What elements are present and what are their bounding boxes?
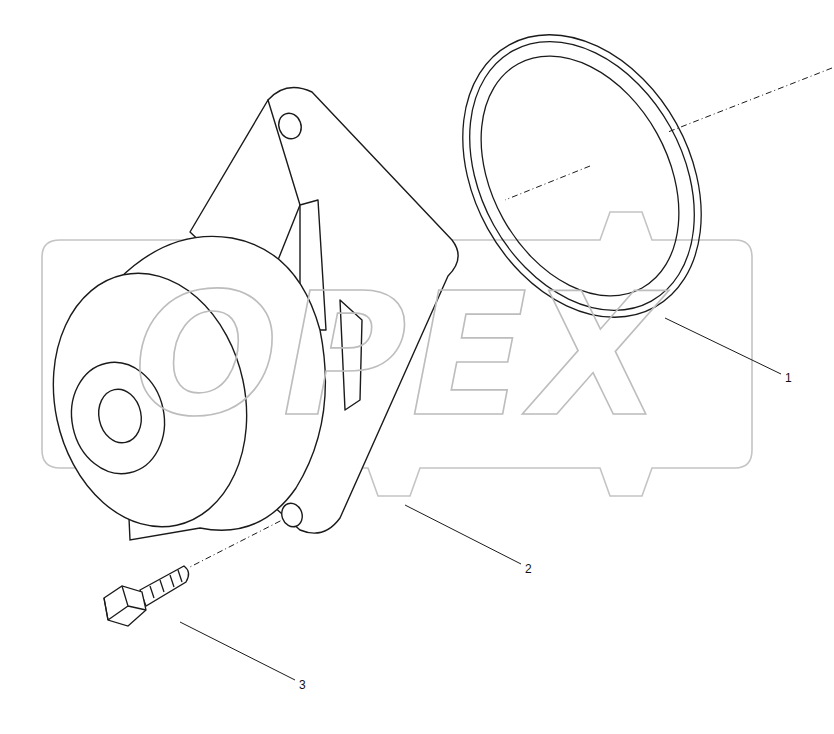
callout-number: 3 bbox=[299, 679, 306, 691]
callout-number: 2 bbox=[525, 563, 532, 575]
watermark: OPEX bbox=[134, 270, 666, 440]
callout-number: 1 bbox=[785, 372, 792, 384]
bolt bbox=[104, 566, 189, 626]
